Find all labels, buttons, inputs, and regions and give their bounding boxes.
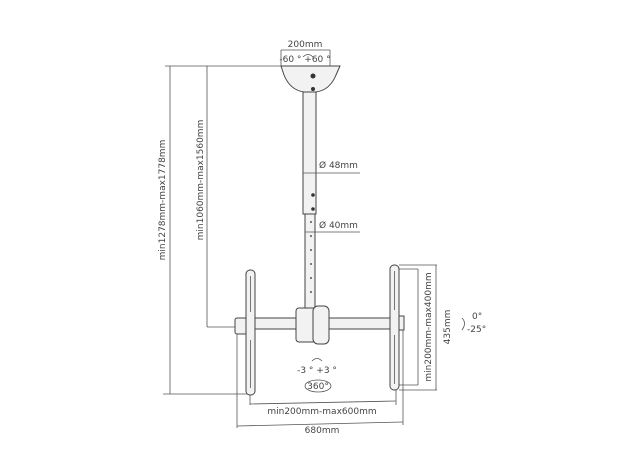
left-bracket bbox=[245, 269, 256, 396]
inner-diameter-label: Ø 40mm bbox=[319, 220, 358, 231]
right-bracket bbox=[389, 264, 405, 391]
arm-width-label: 680mm bbox=[305, 426, 340, 436]
total-height-label: min1278mm-max1778mm bbox=[158, 140, 168, 261]
tilt-arrow-icon bbox=[461, 317, 465, 331]
level-label: -3 ° +3 ° bbox=[297, 366, 337, 376]
rotation-label: 360° bbox=[307, 382, 329, 392]
tilt-top-label: 0° bbox=[472, 312, 482, 322]
tilt-bottom-label: -25° bbox=[467, 325, 486, 335]
swivel-label: -60 ° +60 ° bbox=[279, 55, 330, 65]
pole bbox=[302, 91, 317, 309]
vesa-vertical-label: min200mm-max400mm bbox=[424, 272, 434, 381]
vesa-horizontal-label: min200mm-max600mm bbox=[267, 407, 376, 417]
arm-width-dimension bbox=[236, 421, 404, 427]
level-arrow-icon bbox=[311, 358, 323, 362]
bracket-height-label: 435mm bbox=[443, 310, 453, 345]
plate-width-label: 200mm bbox=[288, 40, 323, 50]
vesa-horizontal-dimension bbox=[249, 400, 397, 405]
outer-diameter-label: Ø 48mm bbox=[319, 160, 358, 171]
crossbar bbox=[234, 305, 393, 345]
pole-height-label: min1060mm-max1560mm bbox=[196, 120, 206, 241]
rotation-icon bbox=[304, 379, 332, 393]
